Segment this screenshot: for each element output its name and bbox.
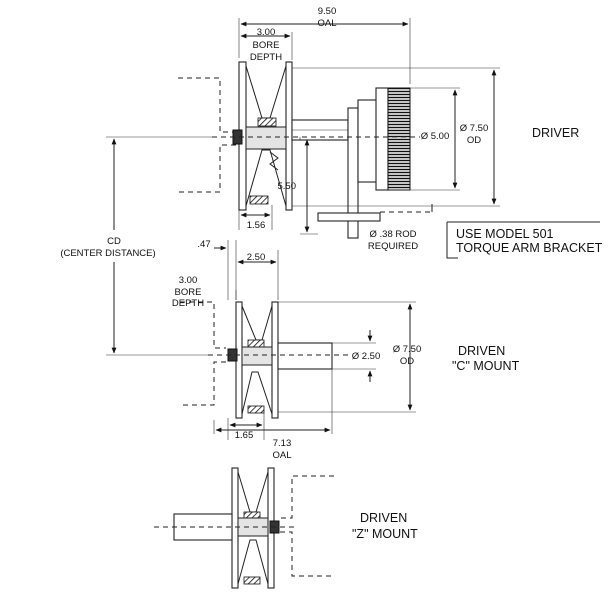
driven-c-face-value: 1.65 [235,430,254,441]
driver-rod-line1: Ø .38 ROD [370,229,417,240]
driven-c-od-dia: Ø 7.50 [393,344,422,355]
driven-c-belt-upper [247,339,265,348]
driver-height-value: 5.50 [278,181,297,192]
driven-c-hub [241,346,273,366]
driver-motor-adapter [375,87,389,191]
driven-z-belt-lower [243,576,261,585]
driver-torque-rod [317,212,381,222]
driver-oal-value: 9.50 [318,6,337,17]
driven-c-od-label: OD [400,356,414,367]
driver-assembly: 9.50 OAL 3.00 BORE DEPTH Ø 7.50 OD Ø 5.0… [178,6,603,259]
driver-note-line2: TORQUE ARM BRACKET [456,241,603,255]
driver-bore-line1: BORE [253,40,280,51]
driven-c-shaft-dia: Ø 2.50 [352,351,381,362]
driver-od-label: OD [467,135,481,146]
driven-c-mount-outline-upper [180,301,226,349]
cd-line1: CD [107,236,121,247]
driver-face-value: 1.56 [247,220,266,231]
driven-c-bore-line1: BORE [175,287,202,298]
driven-c-title-line1: DRIVEN [458,344,505,358]
driver-belt-lower [249,195,269,205]
driven-c-title-line2: "C" MOUNT [452,359,520,373]
driver-od-dia: Ø 7.50 [460,123,489,134]
driver-motor-dia: Ø 5.00 [421,131,450,142]
driven-c-oal-value: 7.13 [273,438,292,449]
driver-mount-outline-upper [178,77,236,133]
driver-title: DRIVER [532,126,579,140]
driven-z-title-line2: "Z" MOUNT [352,527,418,541]
cd-line2: (CENTER DISTANCE) [60,248,155,259]
driven-c-bore-line2: DEPTH [172,298,204,309]
driven-c-flange-right [271,301,279,419]
driver-spring [269,151,279,171]
driver-bore-value: 3.00 [257,27,276,38]
driven-c-assembly: .47 2.50 3.00 BORE DEPTH Ø 2.50 Ø 7.50 O… [172,239,520,461]
driven-c-shaft [277,342,333,370]
driven-z-mount-outline-lower [280,531,334,577]
driver-belt-upper [257,117,277,127]
driver-sheave-groove-lower [245,149,287,207]
center-distance-dimension: CD (CENTER DISTANCE) [60,136,212,356]
driver-rod-line2: REQUIRED [368,241,418,252]
driven-z-assembly: DRIVEN "Z" MOUNT [154,467,418,589]
driver-hub [245,126,287,150]
driven-z-flange-left [231,467,239,589]
driver-oal-label: OAL [317,18,336,29]
driven-c-mount-outline-lower [180,361,226,406]
driven-c-belt-lower [247,405,265,414]
driven-z-mount-outline-upper [280,475,334,519]
driver-note-line1: USE MODEL 501 [456,227,554,241]
driver-bore-line2: DEPTH [250,52,282,63]
driver-mount-outline-lower [178,144,236,193]
driver-sheave-groove-upper [245,65,287,119]
driven-c-offset-value: .47 [197,239,210,250]
driven-c-width-value: 2.50 [247,252,266,263]
driven-z-title-line1: DRIVEN [360,511,407,525]
driven-c-oal-label: OAL [272,450,291,461]
driver-motor-knurl [387,87,411,191]
driven-c-bore-value: 3.00 [179,275,198,286]
